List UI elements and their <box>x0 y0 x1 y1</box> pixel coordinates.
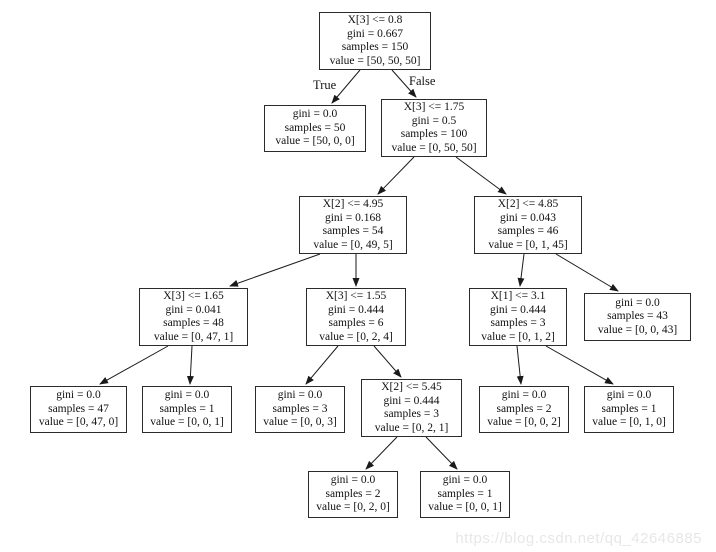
node-text-line: gini = 0.444 <box>489 303 546 316</box>
node-text-line: samples = 100 <box>400 128 468 140</box>
node-text-line: X[2] <= 5.45 <box>381 381 442 393</box>
node-text-line: value = [0, 1, 45] <box>488 238 568 251</box>
node-text-line: value = [0, 1, 0] <box>592 416 666 429</box>
tree-edge-12 <box>516 345 524 385</box>
tree-edge-8 <box>99 345 169 385</box>
tree-edge-4 <box>229 253 321 287</box>
node-text-line: value = [0, 0, 3] <box>263 416 337 429</box>
node-text-line: samples = 1 <box>437 487 493 500</box>
node-text-line: samples = 2 <box>496 402 552 415</box>
tree-edge-13 <box>545 345 614 385</box>
node-text-line: samples = 46 <box>497 225 559 237</box>
tree-edge-7 <box>555 253 619 292</box>
node-text-line: gini = 0.0 <box>501 389 547 402</box>
node-text-line: X[2] <= 4.95 <box>322 198 384 210</box>
node-text-line: value = [0, 47, 0] <box>38 416 119 429</box>
node-text-line: value = [0, 1, 2] <box>481 330 555 343</box>
node-text-line: X[3] <= 1.65 <box>163 290 224 302</box>
tree-edge-10 <box>305 345 339 385</box>
node-text-line: samples = 54 <box>322 225 384 237</box>
tree-edge-9 <box>186 345 194 385</box>
edge-label-true: True <box>313 78 337 92</box>
node-text-line: value = [50, 0, 0] <box>275 135 355 148</box>
tree-edge-0 <box>331 69 361 104</box>
node-text-line: gini = 0.043 <box>499 211 556 224</box>
node-text-line: samples = 150 <box>341 41 409 53</box>
edge-label-false: False <box>409 74 436 88</box>
node-text-line: samples = 43 <box>607 310 668 323</box>
node-text-line: value = [50, 50, 50] <box>329 54 421 67</box>
node-text-line: gini = 0.0 <box>606 389 652 402</box>
node-text-line: value = [0, 0, 2] <box>487 416 561 429</box>
tree-edge-2 <box>377 156 415 195</box>
node-text-line: value = [0, 2, 0] <box>316 501 390 514</box>
node-text-line: X[3] <= 1.55 <box>325 290 387 302</box>
node-text-line: value = [0, 0, 43] <box>597 323 678 336</box>
node-text-line: samples = 3 <box>490 317 546 329</box>
node-text-line: samples = 48 <box>163 317 224 329</box>
watermark-text: https://blog.csdn.net/qq_42646885 <box>455 530 702 547</box>
node-text-line: samples = 2 <box>325 487 381 500</box>
node-text-line: value = [0, 49, 5] <box>313 238 393 251</box>
node-text-line: X[2] <= 4.85 <box>497 198 559 210</box>
node-text-line: gini = 0.0 <box>164 389 210 402</box>
node-text-line: value = [0, 47, 1] <box>153 330 234 343</box>
node-text-line: samples = 50 <box>284 121 346 134</box>
tree-edge-6 <box>517 253 525 287</box>
tree-edge-11 <box>373 345 402 378</box>
node-text-line: gini = 0.168 <box>324 211 381 224</box>
node-text-line: gini = 0.041 <box>165 303 222 316</box>
node-text-line: samples = 1 <box>159 402 215 415</box>
node-text-line: samples = 6 <box>328 317 384 329</box>
node-text-line: gini = 0.0 <box>277 389 323 402</box>
node-text-line: value = [0, 0, 1] <box>428 501 502 514</box>
node-text-line: samples = 3 <box>272 402 328 415</box>
node-text-line: gini = 0.5 <box>411 114 457 127</box>
tree-edge-14 <box>365 436 398 470</box>
node-text-line: X[3] <= 1.75 <box>403 101 465 113</box>
node-text-line: value = [0, 50, 50] <box>391 141 477 154</box>
node-text-line: gini = 0.444 <box>383 394 440 407</box>
node-text-line: samples = 47 <box>48 402 109 415</box>
node-text-line: X[1] <= 3.1 <box>490 290 546 302</box>
node-text-line: value = [0, 0, 1] <box>150 416 224 429</box>
node-text-line: gini = 0.0 <box>56 389 101 402</box>
tree-edge-15 <box>425 436 458 470</box>
node-text-line: gini = 0.444 <box>327 303 384 316</box>
node-text-line: value = [0, 2, 1] <box>374 421 449 434</box>
node-text-line: samples = 3 <box>383 408 440 420</box>
node-text-line: gini = 0.667 <box>346 27 403 40</box>
node-text-line: samples = 1 <box>601 402 657 415</box>
node-text-line: gini = 0.0 <box>330 474 376 487</box>
node-text-line: X[3] <= 0.8 <box>347 14 403 26</box>
node-text-line: value = [0, 2, 4] <box>319 330 393 343</box>
tree-edge-3 <box>455 156 507 195</box>
node-text-line: gini = 0.0 <box>292 108 338 121</box>
node-text-line: gini = 0.0 <box>615 296 660 309</box>
node-text-line: gini = 0.0 <box>442 474 488 487</box>
